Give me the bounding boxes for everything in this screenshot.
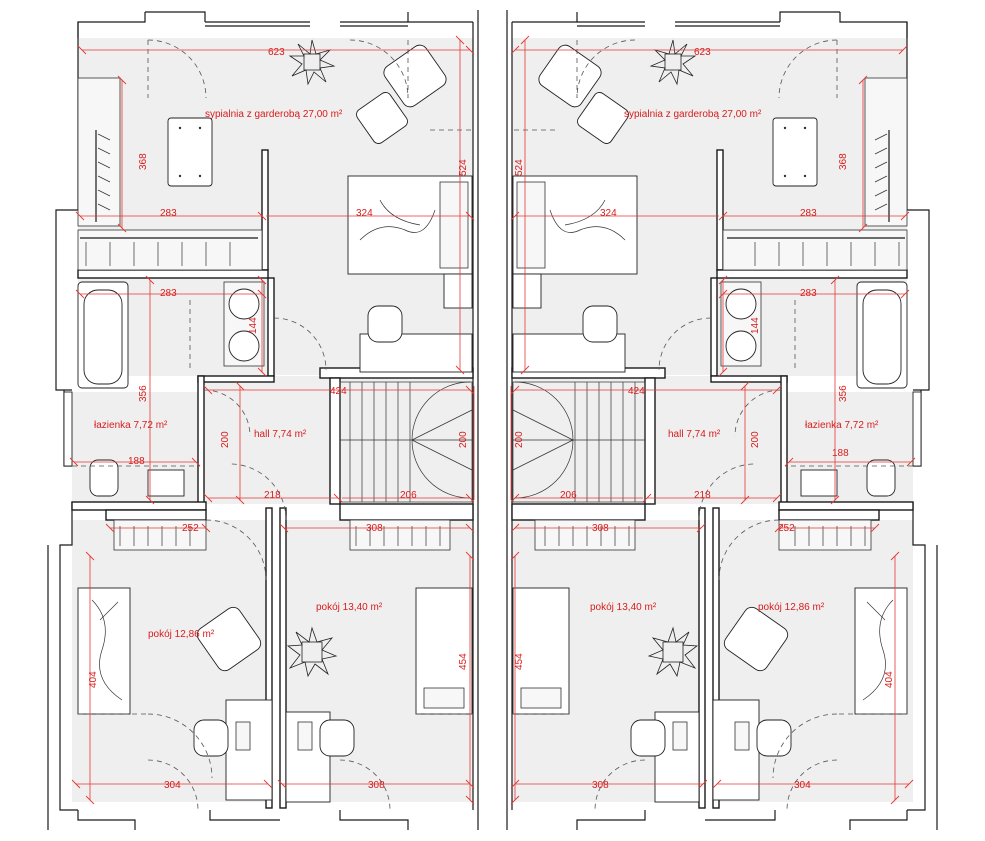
room-label-bathroom-left: łazienka 7,72 m² — [94, 420, 168, 431]
dim-hall-width-left: 218 — [264, 490, 281, 501]
dim-room-small-wardrobe-right: 252 — [778, 523, 795, 534]
dim-wardrobe-depth-right: 368 — [838, 153, 849, 170]
dim-hall-depth-left: 200 — [220, 431, 231, 448]
dim-bedroom-depth-right: 524 — [514, 159, 525, 176]
dim-bath-depth-left: 356 — [138, 385, 149, 402]
dim-bed-zone-right: 324 — [600, 208, 617, 219]
room-label-room-small-right: pokój 12,86 m² — [758, 602, 825, 613]
room-label-hall-right: hall 7,74 m² — [668, 429, 721, 440]
dim-stair-landing-right: 206 — [560, 490, 577, 501]
dim-wardrobe-depth-left: 368 — [138, 153, 149, 170]
dim-bedroom-width-right: 623 — [694, 47, 711, 58]
dim-wardrobe-width-left: 283 — [160, 208, 177, 219]
dim-bedroom-width-left: 623 — [268, 47, 285, 58]
dim-room-small-depth-left: 404 — [88, 671, 99, 688]
dim-bath-lower-left: 188 — [128, 456, 145, 467]
dim-hall-width-right: 218 — [694, 490, 711, 501]
room-label-room-small-left: pokój 12,86 m² — [148, 629, 215, 640]
dim-stair-depth-left: 200 — [458, 431, 469, 448]
room-label-bedroom-right: sypialnia z garderobą 27,00 m² — [624, 109, 762, 120]
dim-stair-landing-left: 206 — [400, 490, 417, 501]
dim-bath-lower-right: 188 — [832, 448, 849, 459]
dim-wardrobe-width-right: 283 — [800, 208, 817, 219]
room-label-bedroom-left: sypialnia z garderobą 27,00 m² — [205, 109, 343, 120]
labels-left: sypialnia z garderobą 27,00 m² łazienka … — [88, 47, 469, 791]
dim-stair-depth-right: 200 — [514, 431, 525, 448]
dim-room-small-depth-right: 404 — [884, 671, 895, 688]
room-label-bathroom-right: łazienka 7,72 m² — [805, 420, 879, 431]
dim-room-small-width-left: 304 — [164, 780, 181, 791]
dim-hall-depth-right: 200 — [750, 431, 761, 448]
dim-room-large-depth-right: 454 — [514, 653, 525, 670]
dim-laundry-depth-left: 144 — [248, 317, 259, 334]
dim-stair-width-left: 424 — [330, 386, 347, 397]
labels-right: sypialnia z garderobą 27,00 m² łazienka … — [514, 47, 895, 791]
dim-bed-zone-left: 324 — [356, 208, 373, 219]
dim-room-small-wardrobe-left: 252 — [182, 523, 199, 534]
room-label-room-large-right: pokój 13,40 m² — [590, 602, 657, 613]
room-label-room-large-left: pokój 13,40 m² — [316, 602, 383, 613]
room-label-hall-left: hall 7,74 m² — [254, 429, 307, 440]
dim-room-large-wardrobe-left: 308 — [366, 523, 383, 534]
dim-room-large-width-right: 308 — [592, 780, 609, 791]
dim-bath-depth-right: 356 — [838, 385, 849, 402]
dim-bath-width-left: 283 — [160, 288, 177, 299]
dim-room-large-width-left: 308 — [368, 780, 385, 791]
dim-room-large-wardrobe-right: 308 — [592, 523, 609, 534]
dim-stair-width-right: 424 — [628, 386, 645, 397]
dim-room-large-depth-left: 454 — [458, 653, 469, 670]
dim-bath-width-right: 283 — [800, 288, 817, 299]
dim-laundry-depth-right: 144 — [750, 317, 761, 334]
dim-room-small-width-right: 304 — [794, 780, 811, 791]
dim-bedroom-depth-left: 524 — [458, 159, 469, 176]
